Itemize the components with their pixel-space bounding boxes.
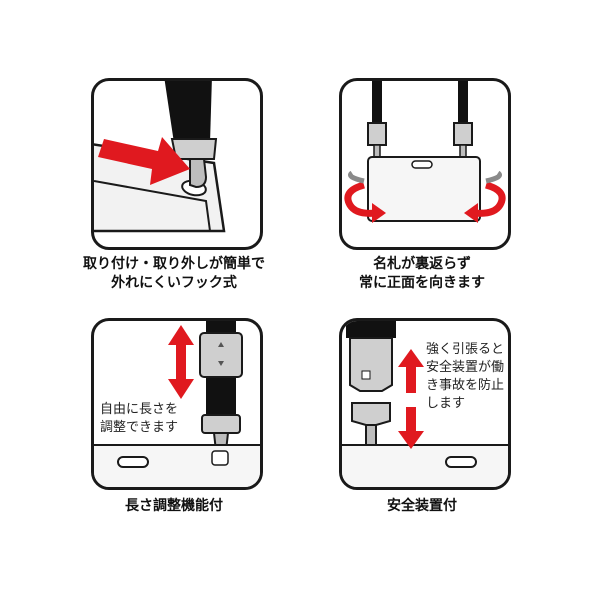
caption-line: 外れにくいフック式 (111, 275, 237, 291)
caption-rotate: 名札が裏返らず 常に正面を向きます (302, 255, 542, 293)
hook-icon (189, 158, 208, 189)
caption-line: 常に正面を向きます (359, 275, 485, 291)
panel-safety: 強く引張ると 安全装置が働 き事故を防止 します (339, 318, 511, 490)
safety-note: 強く引張ると 安全装置が働 き事故を防止 します (426, 341, 504, 413)
rotate-illustration (344, 81, 506, 223)
double-arrow-icon (398, 349, 424, 449)
rotate-arrow-icon (464, 170, 506, 223)
caption-line: 名札が裏返らず (373, 256, 471, 272)
hook-illustration (94, 81, 226, 233)
length-note: 自由に長さを 調整できます (100, 401, 179, 437)
double-arrow-icon (168, 325, 194, 399)
safety-illustration (342, 321, 508, 487)
panel-hook (91, 78, 263, 250)
red-arrow-icon (98, 137, 190, 185)
length-illustration (94, 321, 260, 487)
note-line: 強く引張ると (426, 342, 505, 357)
caption-line: 取り付け・取り外しが簡単で (83, 256, 265, 272)
caption-safety: 安全装置付 (302, 497, 542, 516)
note-line: き事故を防止 (426, 378, 505, 393)
buckle-icon (349, 337, 393, 392)
caption-line: 安全装置付 (387, 498, 457, 514)
note-line: します (426, 396, 466, 411)
caption-length: 長さ調整機能付 (54, 497, 294, 516)
rotate-arrow-icon (344, 170, 386, 223)
note-line: 自由に長さを (100, 402, 179, 417)
caption-line: 長さ調整機能付 (125, 498, 223, 514)
note-line: 安全装置が働 (426, 360, 505, 375)
panel-length: 自由に長さを 調整できます (91, 318, 263, 490)
panel-rotate (339, 78, 511, 250)
caption-hook: 取り付け・取り外しが簡単で 外れにくいフック式 (54, 255, 294, 293)
buckle-icon (201, 414, 241, 434)
note-line: 調整できます (100, 420, 179, 435)
